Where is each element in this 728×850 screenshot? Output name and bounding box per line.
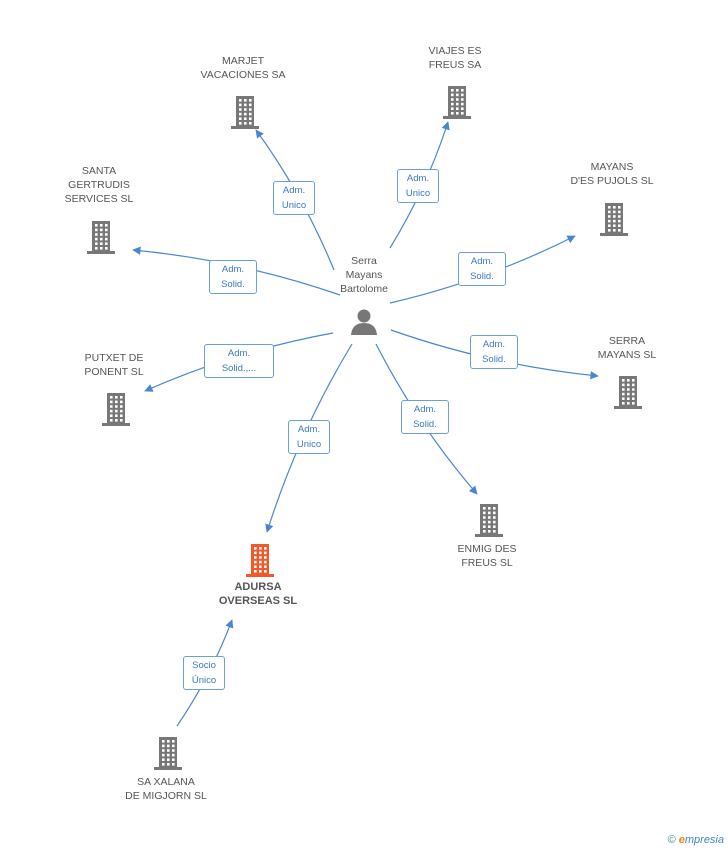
building-icon-marjet[interactable] [231,96,259,129]
brand-logo: empresia [678,834,724,846]
edge-label-marjet: Adm. Unico [273,181,315,215]
edge-label-line: Adm. [221,264,245,275]
node-label-line: ADURSA [234,581,282,593]
edge-label-line: Adm. [406,173,430,184]
edge-label-line: Solid. [221,279,245,290]
person-icon[interactable] [351,309,377,336]
node-label-line: SERVICES SL [64,193,134,205]
node-label-line: PONENT SL [84,366,144,378]
edge-label-line: Adm. [482,339,506,350]
edge-label-line: Adm. [227,348,251,359]
building-icon-sa-xalana[interactable] [154,737,182,770]
node-label-line: D'ES PUJOLS SL [570,175,654,187]
edge-label-viajes: Adm. Unico [397,169,439,203]
edge-label-line: Solid. [413,419,437,430]
edge-label-line: Adm. [297,424,321,435]
node-label-line: VACACIONES SA [200,69,286,81]
company-label-viajes[interactable]: VIAJES ES FREUS SA [380,44,530,72]
edge-label-mayans-pujols: Adm. Solid. [458,252,506,286]
node-label-line: SANTA [81,165,117,177]
edges-layer [132,121,599,727]
building-icon-santa[interactable] [87,221,115,254]
edge-label-line: Unico [405,188,431,199]
node-label-line: FREUS SA [428,59,482,71]
edge-label-line: Adm. [282,185,306,196]
company-label-mayans-pujols[interactable]: MAYANS D'ES PUJOLS SL [537,160,687,188]
edge-label-line: Solid.,... [221,363,257,374]
building-icon-putxet[interactable] [102,393,130,426]
icons-layer [87,86,642,770]
node-label-line: DE MIGJORN SL [125,790,207,802]
company-label-adursa[interactable]: ADURSA OVERSEAS SL [183,580,333,608]
edge-label-line: Adm. [470,256,494,267]
company-label-serra-mayans[interactable]: SERRA MAYANS SL [552,334,702,362]
copyright-icon: © [667,834,676,846]
edge-label-adursa: Adm. Unico [288,420,330,454]
edge-label-serra-mayans: Adm. Solid. [470,335,518,369]
building-icon-viajes[interactable] [443,86,471,119]
node-label-line: PUTXET DE [84,352,144,364]
node-label-line: GERTRUDIS [68,179,130,191]
company-label-santa[interactable]: SANTA GERTRUDIS SERVICES SL [24,164,174,206]
company-label-sa-xalana[interactable]: SA XALANA DE MIGJORN SL [91,775,241,803]
building-icon-mayans-pujols[interactable] [600,203,628,236]
company-label-marjet[interactable]: MARJET VACACIONES SA [168,54,318,82]
node-label-line: VIAJES ES [428,45,482,57]
node-label-line: Mayans [345,269,383,281]
node-label-line: MARJET [222,55,264,67]
building-icon-serra-mayans[interactable] [614,376,642,409]
edge-label-enmig: Adm. Solid. [401,400,449,434]
building-icon-enmig[interactable] [475,504,503,537]
edge-label-putxet: Adm. Solid.,... [204,344,274,378]
edge-label-line: Adm. [413,404,437,415]
company-label-enmig[interactable]: ENMIG DES FREUS SL [412,542,562,570]
edge-label-line: Unico [281,200,307,211]
edge-label-line: Único [191,675,217,686]
edge-label-line: Socio [192,660,216,671]
building-icon-adursa[interactable] [246,544,274,577]
node-label-line: SERRA [608,335,646,347]
node-label-line: FREUS SL [461,557,513,569]
company-label-putxet[interactable]: PUTXET DE PONENT SL [39,351,189,379]
node-label-line: MAYANS [590,161,634,173]
node-label-line: SA XALANA [137,776,195,788]
edge-label-line: Solid. [482,354,506,365]
footer-brand[interactable]: © empresia [668,834,724,846]
node-label-line: Bartolome [340,283,388,295]
node-label-line: ENMIG DES [457,543,517,555]
edge-label-santa: Adm. Solid. [209,260,257,294]
node-label-line: MAYANS SL [597,349,657,361]
edge-label-line: Unico [296,439,322,450]
node-label-line: OVERSEAS SL [218,595,298,607]
node-label-line: Serra [351,255,377,267]
edge-label-line: Solid. [470,271,494,282]
